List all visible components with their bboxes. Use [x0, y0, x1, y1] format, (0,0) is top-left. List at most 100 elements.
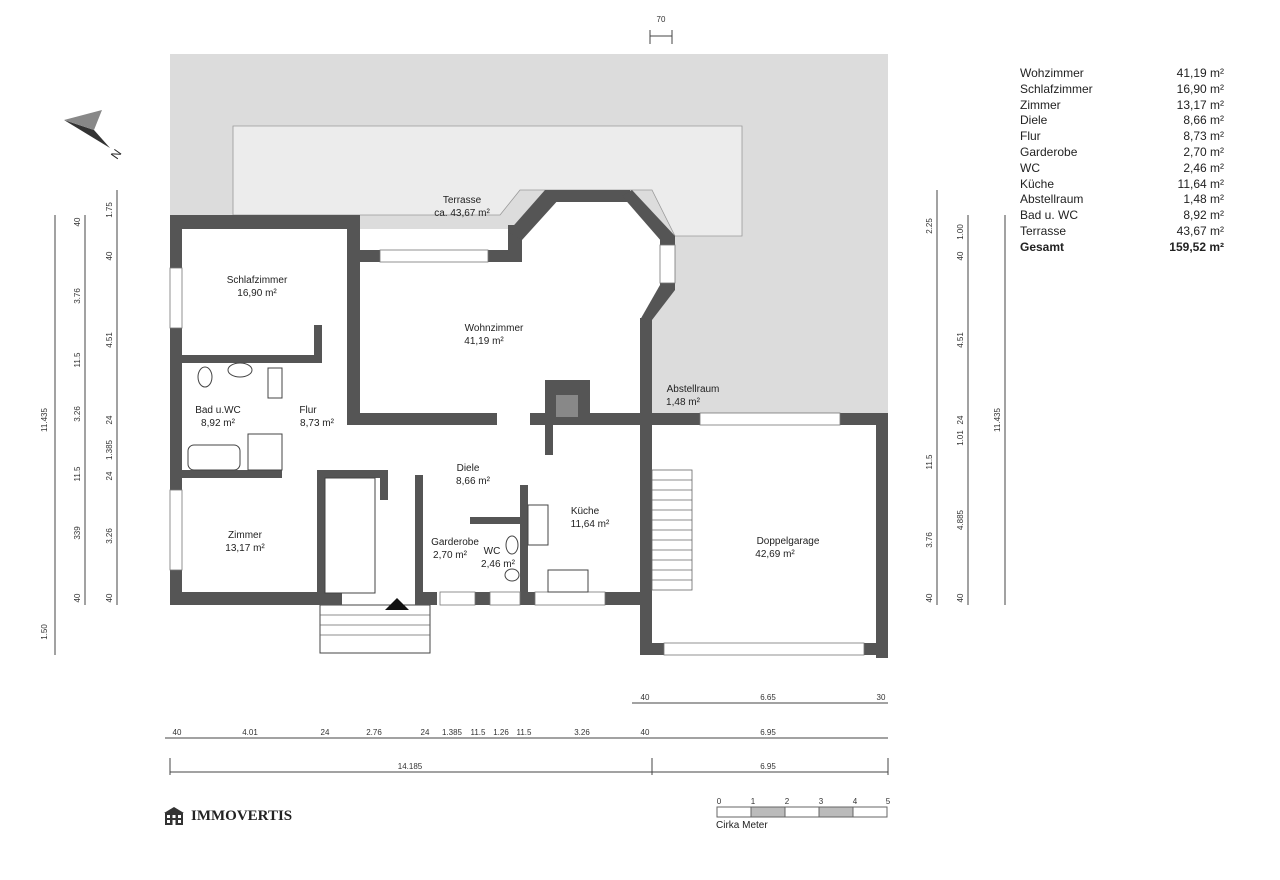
svg-text:2.25: 2.25 — [925, 218, 934, 234]
svg-text:3.26: 3.26 — [105, 528, 114, 544]
brand-name: IMMOVERTIS — [191, 807, 293, 824]
room-name: Flur — [299, 405, 317, 416]
room-area: 1,48 m² — [666, 397, 701, 408]
windows — [169, 244, 865, 656]
svg-text:40: 40 — [105, 251, 114, 260]
room-area: 41,19 m² — [464, 336, 504, 347]
svg-text:11.435: 11.435 — [40, 408, 49, 432]
svg-text:40: 40 — [956, 251, 965, 260]
svg-text:3.76: 3.76 — [925, 532, 934, 548]
svg-text:4.51: 4.51 — [956, 332, 965, 348]
dimension-lines: 70 40 6.65 30 40 4.01 24 2.76 24 1.385 1… — [40, 15, 1006, 775]
svg-text:4.01: 4.01 — [242, 728, 258, 737]
svg-text:70: 70 — [657, 15, 666, 24]
svg-text:0: 0 — [717, 797, 722, 806]
svg-text:24: 24 — [421, 728, 430, 737]
svg-text:40: 40 — [641, 693, 650, 702]
svg-text:339: 339 — [73, 526, 82, 540]
room-name: Küche — [571, 506, 600, 517]
scale-bar: 0 1 2 3 4 5 Cirka Meter — [716, 797, 891, 831]
fixtures — [187, 362, 589, 594]
room-name: Bad u.WC — [195, 405, 241, 416]
svg-text:4: 4 — [853, 797, 858, 806]
garage-stairs — [651, 469, 693, 591]
svg-text:5: 5 — [886, 797, 891, 806]
svg-text:6.65: 6.65 — [760, 693, 776, 702]
svg-text:30: 30 — [877, 693, 886, 702]
svg-text:14.185: 14.185 — [398, 762, 423, 771]
room-area: 8,92 m² — [201, 418, 236, 429]
svg-text:40: 40 — [173, 728, 182, 737]
room-name: Terrasse — [443, 195, 482, 206]
svg-text:11.5: 11.5 — [73, 466, 82, 482]
svg-text:1.385: 1.385 — [442, 728, 463, 737]
svg-text:40: 40 — [641, 728, 650, 737]
building-icon — [164, 807, 184, 825]
svg-text:11.435: 11.435 — [993, 408, 1002, 432]
svg-text:3.26: 3.26 — [574, 728, 590, 737]
entrance-marker-icon — [385, 598, 409, 610]
svg-text:24: 24 — [105, 415, 114, 424]
brand-logo: IMMOVERTIS — [163, 806, 292, 826]
svg-text:Cirka Meter: Cirka Meter — [716, 820, 768, 831]
living-floor — [360, 198, 660, 415]
room-labels: Terrasse ca. 43,67 m² Schlafzimmer 16,90… — [195, 195, 820, 570]
svg-text:3.26: 3.26 — [73, 406, 82, 422]
svg-text:1.26: 1.26 — [493, 728, 509, 737]
room-name: Diele — [457, 463, 480, 474]
svg-text:11.5: 11.5 — [471, 728, 487, 737]
room-area: 16,90 m² — [237, 288, 277, 299]
room-area: 8,66 m² — [456, 476, 491, 487]
svg-text:24: 24 — [956, 415, 965, 424]
svg-text:40: 40 — [925, 593, 934, 602]
svg-text:6.95: 6.95 — [760, 728, 776, 737]
room-area: 13,17 m² — [225, 543, 265, 554]
room-name: Wohnzimmer — [465, 323, 524, 334]
walls — [170, 190, 888, 658]
room-area: 42,69 m² — [755, 549, 795, 560]
svg-text:N: N — [108, 147, 124, 162]
svg-text:40: 40 — [73, 217, 82, 226]
room-name: Zimmer — [228, 530, 263, 541]
svg-text:24: 24 — [105, 471, 114, 480]
room-area: 2,46 m² — [481, 559, 516, 570]
room-area: ca. 43,67 m² — [434, 208, 490, 219]
svg-text:1.50: 1.50 — [40, 624, 49, 640]
room-name: Abstellraum — [667, 384, 720, 395]
svg-text:2.76: 2.76 — [366, 728, 382, 737]
room-name: Schlafzimmer — [227, 275, 288, 286]
svg-text:40: 40 — [956, 593, 965, 602]
svg-text:1.01: 1.01 — [956, 430, 965, 446]
svg-text:6.95: 6.95 — [760, 762, 776, 771]
svg-text:4.51: 4.51 — [105, 332, 114, 348]
svg-text:11.5: 11.5 — [73, 352, 82, 368]
svg-text:1.385: 1.385 — [105, 439, 114, 460]
svg-text:2: 2 — [785, 797, 790, 806]
svg-text:1: 1 — [751, 797, 756, 806]
room-name: WC — [484, 546, 501, 557]
room-area: 8,73 m² — [300, 418, 335, 429]
room-name: Garderobe — [431, 537, 479, 548]
svg-text:3: 3 — [819, 797, 824, 806]
svg-text:11.5: 11.5 — [517, 728, 533, 737]
compass-north-icon: N — [64, 110, 124, 162]
room-name: Doppelgarage — [757, 536, 820, 547]
svg-text:40: 40 — [105, 593, 114, 602]
svg-text:1.00: 1.00 — [956, 224, 965, 240]
svg-text:1.75: 1.75 — [105, 202, 114, 218]
entrance-steps — [319, 604, 431, 654]
